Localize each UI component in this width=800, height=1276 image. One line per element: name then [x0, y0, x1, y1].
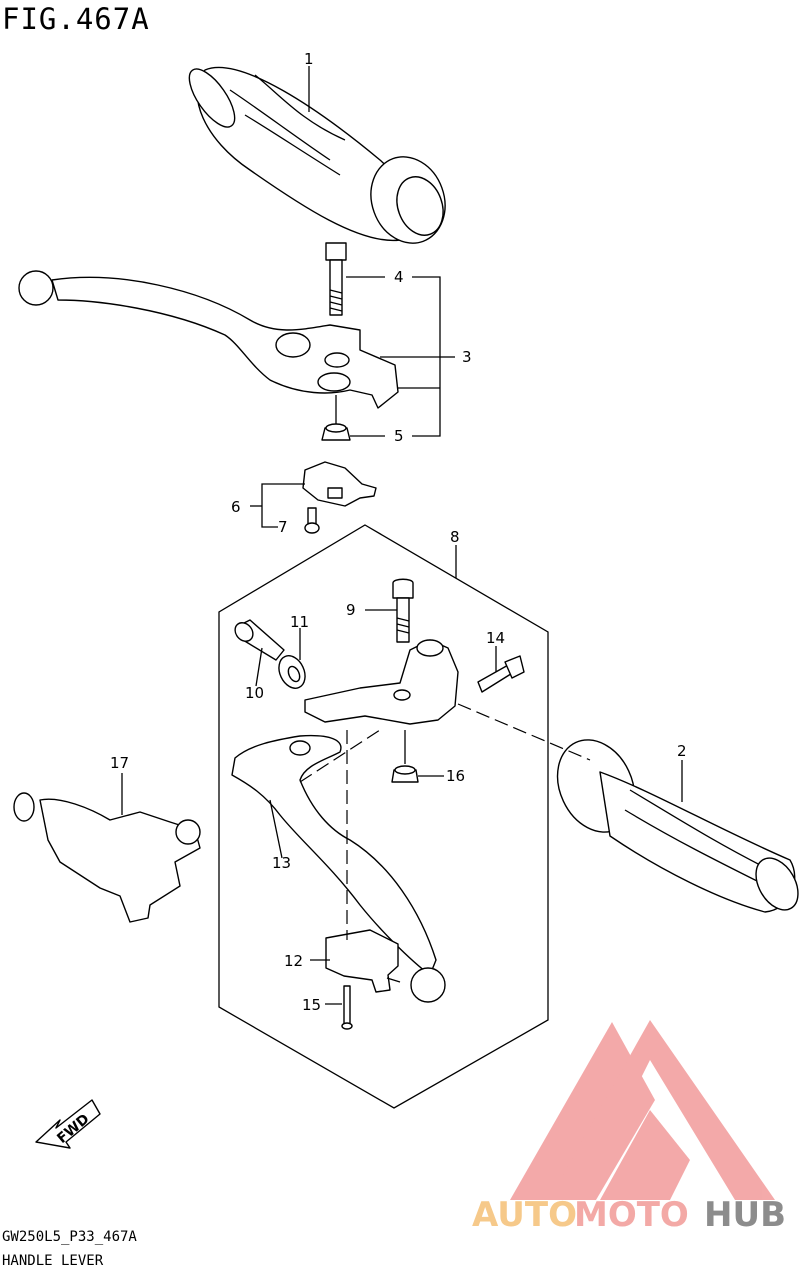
watermark-auto: AUTO: [472, 1195, 577, 1235]
part-14-bolt: [477, 655, 525, 693]
part-11-washer: [278, 655, 306, 689]
callout-11: 11: [290, 613, 309, 631]
callout-12: 12: [284, 952, 303, 970]
part-2-grip: [556, 739, 799, 913]
callout-labels: 1 2 3 4 5 6 7 8 9 10 11 12 13 14 15 16 1…: [110, 50, 687, 1014]
callout-6: 6: [231, 498, 241, 516]
watermark-moto: MOTO: [574, 1195, 689, 1235]
callout-8: 8: [450, 528, 460, 546]
part-8-assembly-outline: [218, 524, 549, 1109]
part-12-clutch-switch: [325, 929, 401, 993]
callout-17: 17: [110, 754, 129, 772]
callout-16: 16: [446, 767, 465, 785]
part-13-clutch-lever: [231, 734, 446, 1003]
part-4-bolt: [325, 242, 347, 316]
part-5-nut: [321, 395, 351, 441]
part-17-lever-guard: [13, 792, 201, 923]
watermark-hub: HUB: [704, 1195, 786, 1235]
diagram-code: GW250L5_P33_467A: [2, 1229, 137, 1245]
callout-14: 14: [486, 629, 505, 647]
watermark-logo: [510, 1020, 775, 1200]
figure-title: FIG.467A: [2, 2, 150, 36]
part-16-nut: [391, 730, 419, 783]
part-10-screw: [234, 619, 285, 661]
callout-2: 2: [677, 742, 687, 760]
callout-3: 3: [462, 348, 472, 366]
part-7-screw: [304, 507, 320, 534]
clutch-bracket: [304, 639, 459, 725]
fwd-arrow-icon: FWD: [35, 1099, 101, 1149]
callout-1: 1: [304, 50, 314, 68]
callout-13: 13: [272, 854, 291, 872]
callout-10: 10: [245, 684, 264, 702]
part-6-brake-switch: [302, 461, 377, 507]
leader-lines: [121, 66, 683, 1005]
align-line-diagonal: [299, 729, 381, 783]
callout-7: 7: [278, 518, 288, 536]
part-3-brake-lever: [18, 270, 399, 409]
align-line-grip: [457, 703, 591, 761]
callout-5: 5: [394, 427, 404, 445]
part-15-screw: [341, 985, 353, 1030]
section-name: HANDLE LEVER: [2, 1253, 104, 1269]
callout-4: 4: [394, 268, 404, 286]
callout-9: 9: [346, 601, 356, 619]
part-1-grip: [188, 66, 446, 244]
part-9-bolt: [392, 578, 414, 643]
callout-15: 15: [302, 996, 321, 1014]
